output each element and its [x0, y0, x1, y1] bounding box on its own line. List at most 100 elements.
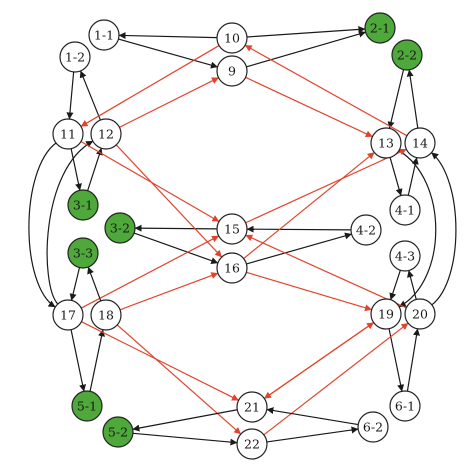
node-circle-3-3	[67, 237, 99, 269]
node-label-17: 17	[60, 308, 76, 323]
edge-2-2-to-13	[387, 69, 405, 129]
node-label-16: 16	[224, 261, 240, 276]
node-label-13: 13	[378, 136, 394, 151]
edge-3-2-to-16	[133, 232, 219, 265]
node-circle-3-1	[67, 189, 99, 221]
node-circle-10	[216, 22, 248, 54]
node-4-1: 4-1	[389, 194, 421, 226]
node-circle-1-1	[88, 19, 120, 51]
edge-10-to-2-1	[246, 25, 366, 38]
edge-11-to-15	[80, 140, 220, 223]
node-label-11: 11	[60, 127, 76, 142]
node-5-2: 5-2	[102, 416, 134, 448]
node-19: 19	[370, 298, 402, 330]
edge-15-to-3-2	[134, 224, 218, 232]
node-6-1: 6-1	[389, 390, 421, 422]
node-21: 21	[236, 391, 268, 423]
node-label-3-3: 3-3	[73, 246, 93, 261]
node-circle-20	[404, 298, 436, 330]
edge-9-to-13	[245, 76, 373, 138]
edge-20-to-15	[245, 234, 407, 309]
edge-14-to-10	[244, 44, 408, 137]
edge-10-to-1-1	[118, 32, 218, 40]
edge-11-to-3-1	[70, 148, 82, 191]
node-circle-3-2	[104, 212, 136, 244]
node-1-2: 1-2	[59, 41, 91, 73]
node-circle-4-2	[350, 214, 382, 246]
node-label-3-1: 3-1	[73, 198, 93, 213]
edge-16-to-19	[246, 271, 372, 312]
edge-22-to-20	[263, 322, 409, 436]
edge-12-to-1-2	[79, 70, 101, 121]
node-circle-17	[52, 299, 84, 331]
node-label-3-2: 3-2	[110, 221, 130, 236]
edge-12-to-16	[115, 144, 223, 258]
node-circle-5-1	[71, 390, 103, 422]
node-circle-11	[52, 118, 84, 150]
node-15: 15	[216, 213, 248, 245]
edge-14-to-2-2	[406, 69, 419, 129]
node-circle-15	[216, 213, 248, 245]
node-label-14: 14	[412, 136, 428, 151]
node-label-18: 18	[98, 308, 114, 323]
nodes-layer: 1-11-2 10 9 2-12-2 11 12 13 14 3-1 3-2 3-3 15 16 4-1 4…	[52, 12, 436, 460]
node-label-1-1: 1-1	[94, 28, 114, 43]
node-16: 16	[216, 252, 248, 284]
node-label-4-1: 4-1	[395, 203, 415, 218]
edge-18-to-16	[119, 272, 219, 311]
node-circle-6-1	[389, 390, 421, 422]
node-label-6-2: 6-2	[363, 420, 383, 435]
edge-18-to-3-3	[87, 266, 102, 302]
edge-15-to-14	[245, 148, 407, 224]
edge-4-1-to-14	[407, 157, 419, 196]
node-14: 14	[404, 127, 436, 159]
edge-19-to-6-1	[388, 328, 405, 392]
node-label-12: 12	[98, 127, 114, 142]
edge-4-3-to-19	[389, 270, 401, 301]
node-circle-2-1	[364, 12, 396, 44]
node-4-3: 4-3	[389, 240, 421, 272]
edge-6-2-to-21	[266, 407, 359, 426]
node-circle-16	[216, 252, 248, 284]
node-22: 22	[236, 428, 268, 460]
node-17: 17	[52, 299, 84, 331]
node-6-2: 6-2	[357, 411, 389, 443]
node-label-21: 21	[244, 400, 260, 415]
node-2-2: 2-2	[391, 39, 423, 71]
node-circle-14	[404, 127, 436, 159]
node-10: 10	[216, 22, 248, 54]
node-9: 9	[216, 55, 248, 87]
node-label-15: 15	[224, 222, 240, 237]
edge-11-to-17	[28, 142, 57, 308]
node-11: 11	[52, 118, 84, 150]
node-circle-21	[236, 391, 268, 423]
node-18: 18	[90, 299, 122, 331]
node-label-5-2: 5-2	[108, 425, 128, 440]
edge-13-to-19	[398, 150, 437, 308]
node-label-9: 9	[228, 64, 236, 79]
edge-17-to-21	[81, 321, 239, 401]
edge-1-1-to-9	[118, 38, 218, 69]
edge-20-to-4-3	[407, 270, 417, 300]
node-circle-22	[236, 428, 268, 460]
node-circle-6-2	[357, 411, 389, 443]
node-4-2: 4-2	[350, 214, 382, 246]
node-label-20: 20	[412, 307, 428, 322]
edge-3-1-to-12	[87, 147, 103, 191]
node-20: 20	[404, 298, 436, 330]
node-2-1: 2-1	[364, 12, 396, 44]
edge-6-1-to-20	[406, 328, 420, 392]
edge-10-to-11	[80, 45, 220, 127]
node-circle-2-2	[391, 39, 423, 71]
edge-4-2-to-15	[246, 225, 352, 233]
node-label-2-1: 2-1	[370, 21, 390, 36]
node-circle-4-1	[389, 194, 421, 226]
node-13: 13	[370, 127, 402, 159]
node-1-1: 1-1	[88, 19, 120, 51]
node-circle-12	[90, 118, 122, 150]
edge-17-to-12	[46, 140, 94, 305]
edge-12-to-9	[119, 77, 219, 128]
node-5-1: 5-1	[71, 390, 103, 422]
node-3-1: 3-1	[67, 189, 99, 221]
